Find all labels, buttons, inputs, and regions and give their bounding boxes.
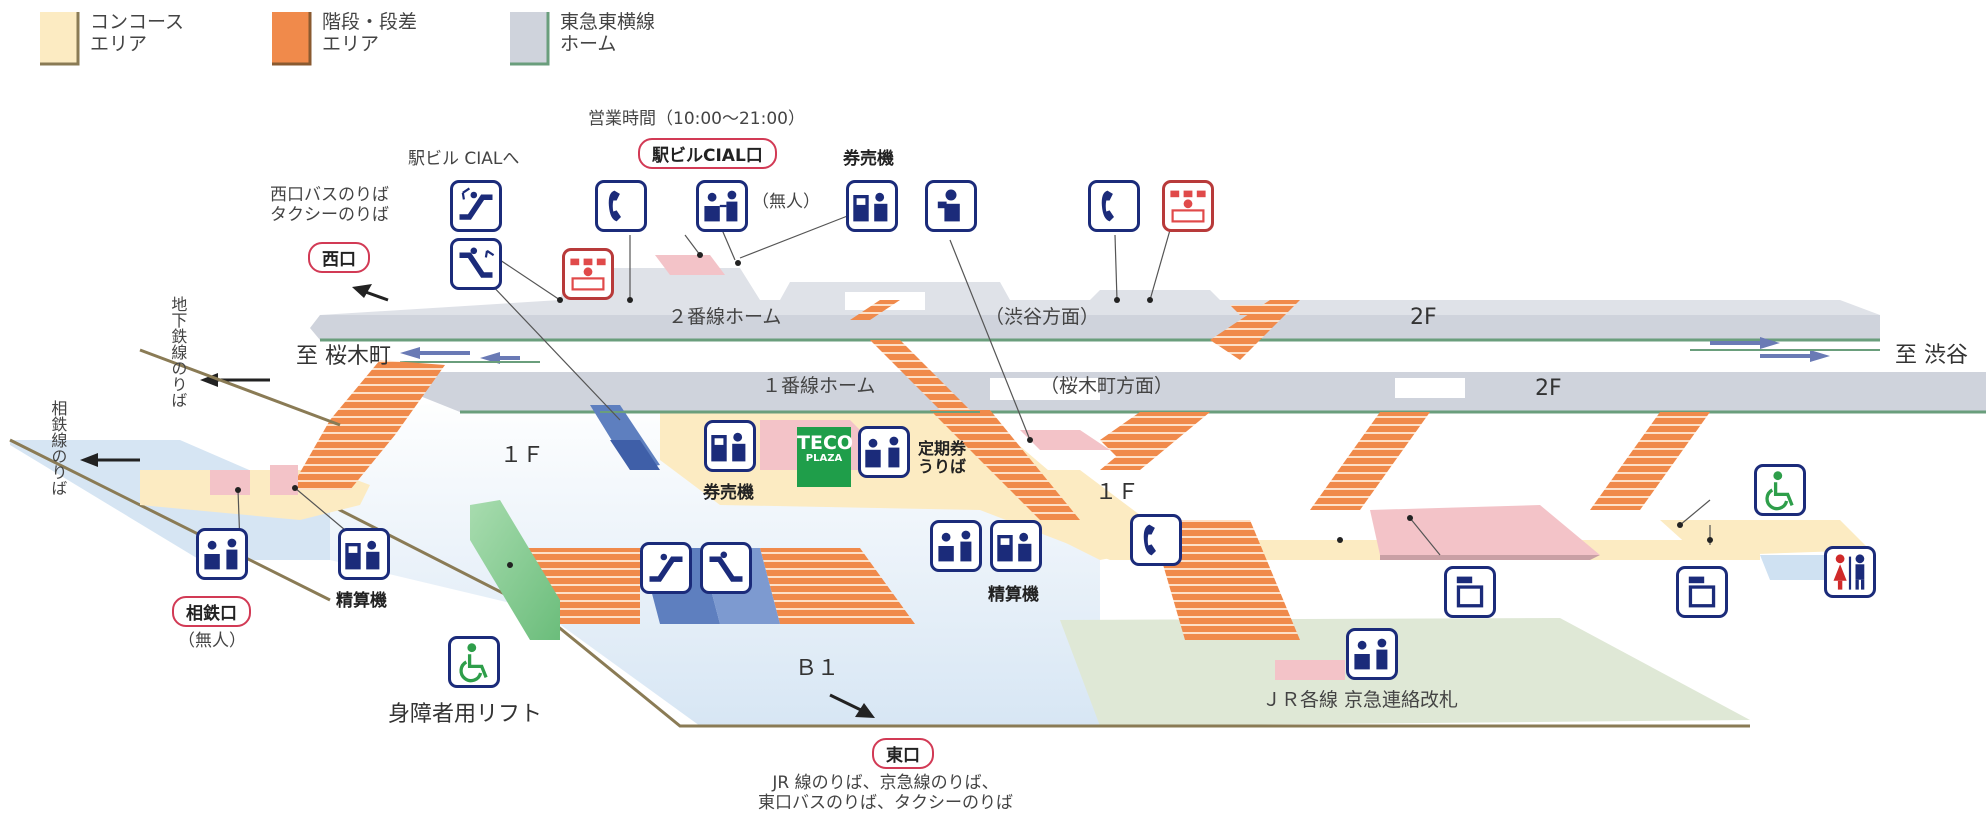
station-staff-icon-1f [930,520,982,572]
stairs-2f-b [1590,412,1710,510]
stairs-upper-2 [930,410,1080,520]
arrow-east-exit [829,693,866,714]
legend-swatch-stairs [272,12,310,64]
marker-dots [235,252,1713,568]
stairs-2f-c [1100,412,1210,470]
dir-shibuya-label: （渋谷方面） [985,306,1100,328]
b1-edge [329,503,1750,728]
shop-icon [562,248,614,300]
jr-gate-staff-icon [1346,628,1398,680]
station-staff-icon-sotetsu [196,528,248,580]
platform2-label: ２番線ホーム [668,306,782,328]
platform-1 [410,372,1986,412]
ticket-machine-top-label: 券売機 [843,149,894,169]
concourse-1f-main [660,412,1760,560]
unmanned-top-label: （無人） [752,192,820,212]
legend [40,12,550,66]
fare-adjust-mid-label: 精算機 [988,585,1039,605]
coin-locker-icon-right [1676,566,1728,618]
hours-label: 営業時間（10:00〜21:00） [588,109,805,129]
legend-swatch-platform [510,12,548,64]
legend-label-concourse: コンコースエリア [90,11,185,55]
escalator-down-icon [450,238,502,290]
lift-shaft [470,500,560,640]
arrow-to-shibuya [1710,337,1830,362]
legend-swatch-concourse [40,12,78,64]
floor-2f-upper-label: 2F [1410,305,1437,330]
pink-gate-jr [1275,660,1345,680]
phone-icon-right [1088,180,1140,232]
ticket-machine-icon-1f [704,420,756,472]
jr-gate-label: ＪＲ各線 京急連絡改札 [1262,689,1459,711]
pink-counter-left [210,470,250,495]
fare-adjust-left-label: 精算機 [336,591,387,611]
ticket-machine-icon-top [846,180,898,232]
stairs-1f-center [1150,520,1300,640]
lift-label: 身障者用リフト [388,702,543,727]
dir-sakuragicho-label: （桜木町方面） [1040,375,1174,397]
info-counter-icon [925,180,977,232]
east-exit-label[interactable]: 東口 [872,738,934,769]
escalator-down-icon-b1 [700,542,752,594]
phone-icon-1f [1130,514,1182,566]
station-staff-icon [696,180,748,232]
floor-b1-label: Ｂ１ [795,656,840,681]
stairs-2f-a [1310,412,1430,510]
wheelchair-icon-right [1754,464,1806,516]
fare-adjust-icon-left [338,528,390,580]
stairs-upper-1 [870,340,980,420]
commuter-pass-label: 定期券うりば [918,439,967,477]
floor-1f-mid-label: １Ｆ [1095,480,1140,505]
jr-area [1060,618,1750,726]
commuter-pass-icon [858,426,910,478]
coin-locker-icon [1444,566,1496,618]
floor-1f-left-label: １Ｆ [500,443,545,468]
stairs-top-left [850,300,900,320]
platform1-label: １番線ホーム [762,375,876,397]
to-cial-label: 駅ビル CIALへ [408,149,520,169]
platform-2 [310,315,1880,340]
to-shibuya-label: 至 渋谷 [1895,343,1968,368]
escalator-up-icon-b1-left [640,542,692,594]
fare-adjust-icon-mid [990,520,1042,572]
stairs-upper-right [1210,300,1300,360]
toilet-icon [1824,546,1876,598]
legend-label-platform: 東急東横線ホーム [560,11,656,55]
teco-plaza-sign: TECO PLAZA [797,427,853,487]
concourse-right-end [1660,520,1870,556]
wheelchair-lift-icon [448,636,500,688]
pink-counter-top [655,255,725,275]
shop-icon-right [1162,180,1214,232]
subway-label: 地下鉄線のりば [168,296,188,408]
phone-icon [595,180,647,232]
sotetsu-line-label: 相鉄線のりば [48,400,68,496]
ticket-machine-mid-label: 券売機 [703,483,754,503]
escalator-icon [450,180,502,232]
legend-label-stairs: 階段・段差エリア [322,11,418,55]
east-info-label: JR 線のりば、京急線のりば、東口バスのりば、タクシーのりば [758,773,1013,813]
floor-2f-lower-label: 2F [1535,376,1562,401]
stairs-west [290,360,445,490]
west-exit-label[interactable]: 西口 [308,242,370,273]
to-sakuragicho-label: 至 桜木町 [296,344,391,369]
station-bldg-exit-label[interactable]: 駅ビルCIAL口 [638,138,777,169]
sotetsu-exit-label[interactable]: 相鉄口 [172,596,251,627]
escalator-left [590,405,660,470]
pink-area-right [1370,505,1600,555]
stairs-b1-right [760,548,915,624]
west-bus-label: 西口バスのりばタクシーのりば [270,185,389,225]
unmanned-left-label: （無人） [178,631,246,651]
